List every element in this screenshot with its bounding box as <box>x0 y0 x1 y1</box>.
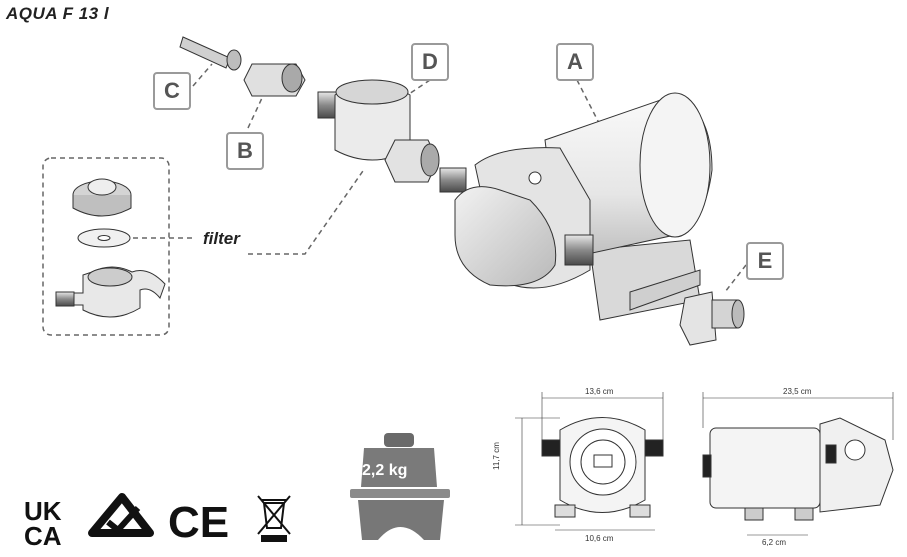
ukca-line1: UK <box>24 496 62 526</box>
weight-value: 2,2 kg <box>362 462 408 479</box>
side-view-drawing <box>702 392 894 536</box>
pump-a <box>454 92 713 321</box>
ce-text: CE <box>168 498 229 547</box>
ukca-mark: UK CA <box>24 496 62 551</box>
label-e: E <box>746 242 784 280</box>
product-title: AQUA F 13 l <box>6 4 110 23</box>
label-a: A <box>556 43 594 81</box>
filter-label: filter <box>203 229 240 248</box>
filter-assembly-d <box>317 79 440 183</box>
filter-exploded-parts <box>55 178 166 318</box>
ukca-line2: CA <box>24 521 62 551</box>
elbow-fitting-e <box>679 291 745 346</box>
label-c: C <box>153 72 191 110</box>
front-base-dimension: 10,6 cm <box>585 534 614 543</box>
weee-bin-icon <box>257 495 291 542</box>
hose-tail-c <box>179 36 242 71</box>
rcm-mark-icon <box>88 493 154 537</box>
side-length-dimension: 23,5 cm <box>783 387 812 396</box>
nut-b <box>243 63 306 97</box>
front-width-dimension: 13,6 cm <box>585 387 614 396</box>
label-d: D <box>411 43 449 81</box>
ce-mark-icon: CE <box>168 498 229 547</box>
front-height-dimension: 11,7 cm <box>492 442 501 470</box>
side-base-dimension: 6,2 cm <box>762 538 787 547</box>
weight-icon <box>350 433 450 540</box>
front-view-drawing <box>515 392 664 531</box>
label-b: B <box>226 132 264 170</box>
threaded-nipple <box>439 167 467 193</box>
